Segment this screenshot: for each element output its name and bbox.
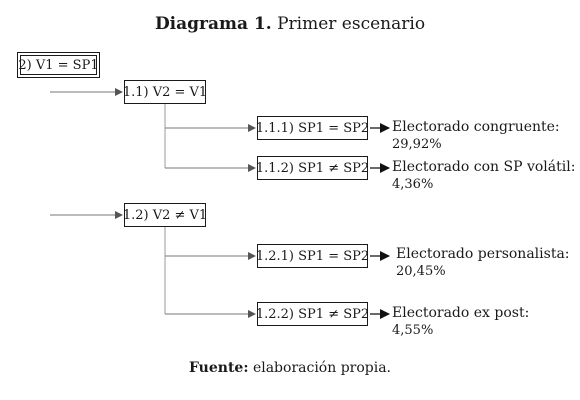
outcome-1-2-1: Electorado personalista: 20,45%	[396, 245, 570, 281]
node-1-2-1: 1.2.1) SP1 = SP2	[256, 244, 369, 268]
outcome-percentage: 20,45%	[396, 264, 446, 279]
diagram-title: Diagrama 1. Primer escenario	[0, 14, 580, 34]
node-1-1-1: 1.1.1) SP1 = SP2	[256, 116, 369, 140]
diagram-title-text: Primer escenario	[277, 14, 426, 34]
outcome-1-1-1: Electorado congruente: 29,92%	[392, 118, 560, 154]
outcome-label: Electorado congruente:	[392, 119, 560, 135]
outcome-percentage: 4,36%	[392, 177, 434, 192]
node-1-2: 1.2) V2 ≠ V1	[123, 203, 207, 227]
outcome-label: Electorado personalista:	[396, 246, 570, 262]
outcome-1-1-2: Electorado con SP volátil: 4,36%	[392, 158, 575, 194]
outcome-label: Electorado con SP volátil:	[392, 159, 576, 175]
source-footer: Fuente: elaboración propia.	[0, 360, 580, 376]
node-1-1: 1.1) V2 = V1	[123, 80, 207, 104]
node-root: 2) V1 = SP1	[17, 52, 100, 78]
node-1-1-2: 1.1.2) SP1 ≠ SP2	[256, 156, 369, 180]
source-text: elaboración propia.	[252, 360, 392, 376]
diagram-title-number: Diagrama 1.	[154, 14, 272, 34]
node-1-2-2: 1.2.2) SP1 ≠ SP2	[256, 302, 369, 326]
outcome-percentage: 29,92%	[392, 137, 442, 152]
outcome-1-2-2: Electorado ex post: 4,55%	[392, 304, 529, 340]
outcome-percentage: 4,55%	[392, 323, 434, 338]
outcome-label: Electorado ex post:	[392, 305, 530, 321]
source-label: Fuente:	[188, 360, 249, 376]
